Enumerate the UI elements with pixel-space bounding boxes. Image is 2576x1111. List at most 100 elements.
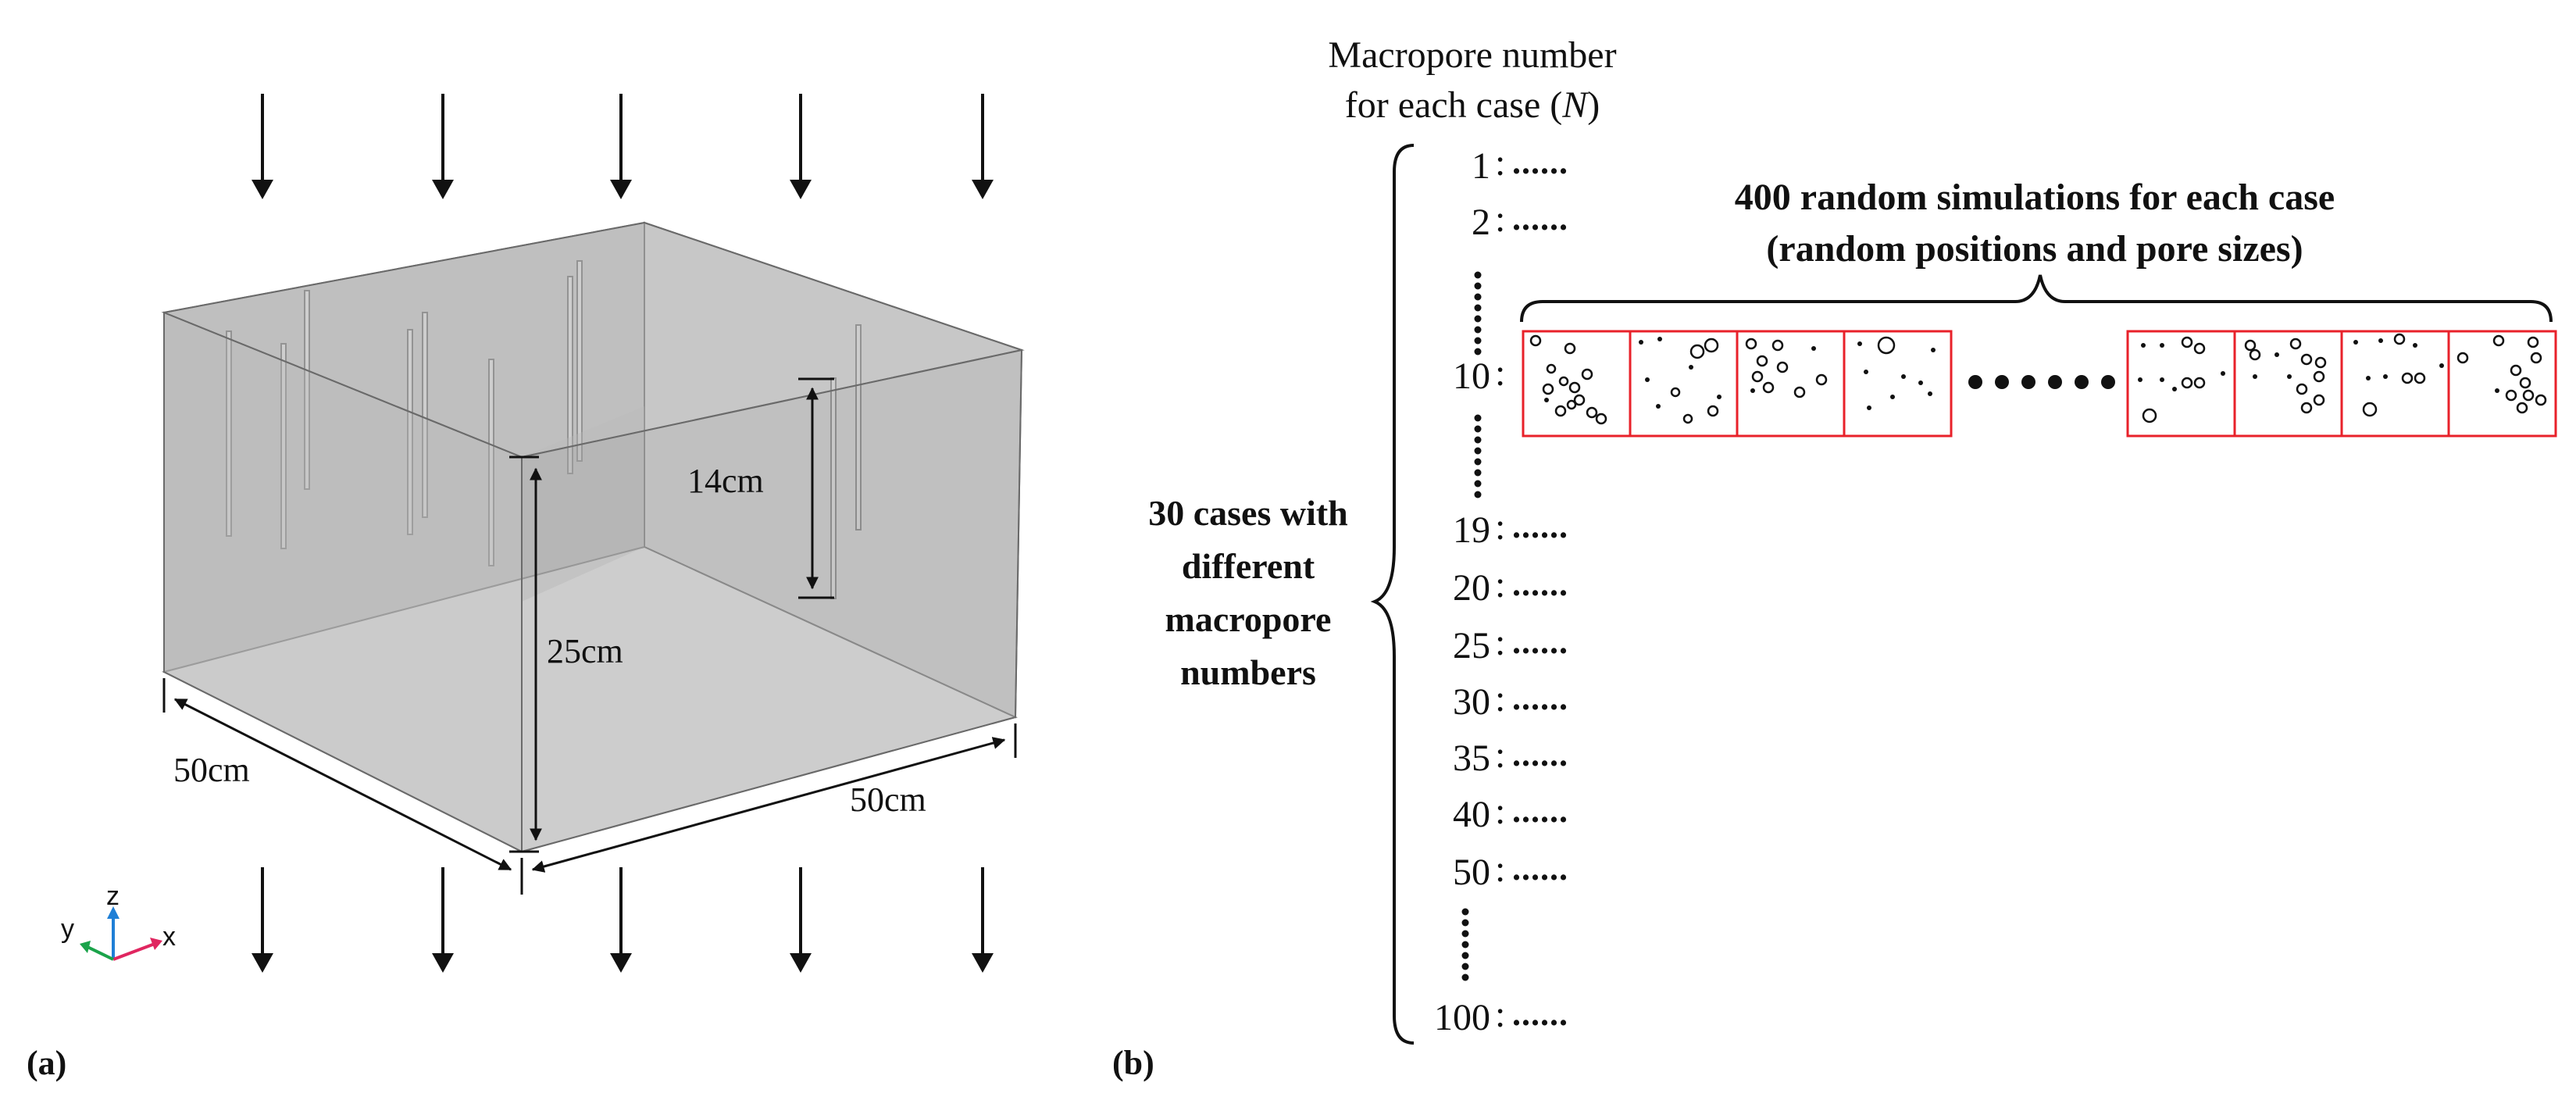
outflow-arrows bbox=[261, 867, 984, 969]
macropore-cross-section bbox=[2510, 364, 2522, 377]
macropore-cross-section bbox=[2289, 338, 2302, 350]
macropore-cross-section bbox=[2527, 336, 2539, 348]
z-axis-label: z bbox=[106, 881, 120, 911]
macropore-cross-section bbox=[1811, 346, 1816, 351]
case-number: 50 bbox=[1453, 852, 1490, 893]
macropore bbox=[567, 276, 573, 474]
case-number: 100 bbox=[1434, 997, 1490, 1038]
macropore-cross-section bbox=[1793, 386, 1806, 398]
macropore-cross-section bbox=[1918, 380, 1923, 385]
case-colon: : bbox=[1495, 678, 1505, 720]
case-colon: : bbox=[1495, 198, 1505, 240]
arrow-head bbox=[790, 953, 812, 973]
macropore-cross-section bbox=[2519, 377, 2531, 389]
panel-a: 25cm 14cm 50cm 50cm bbox=[27, 94, 1025, 1082]
macropore-cross-section bbox=[1568, 381, 1581, 394]
macropore-cross-section bbox=[1657, 337, 1662, 341]
macropore-cross-section bbox=[2160, 343, 2164, 348]
panel-a-label: (a) bbox=[27, 1044, 66, 1082]
simulation-cell bbox=[1736, 330, 1846, 438]
macropore-cross-section bbox=[2530, 352, 2542, 364]
simulation-cell bbox=[1629, 330, 1739, 438]
macropore bbox=[855, 324, 862, 530]
case-row: 2:...... bbox=[1472, 198, 1568, 243]
macropore-cross-section bbox=[2142, 408, 2157, 423]
macropore-cross-section bbox=[1704, 338, 1719, 353]
case-row: 10: bbox=[1453, 352, 1505, 397]
macropore-cross-section bbox=[1689, 344, 1705, 359]
arrow-head bbox=[432, 180, 454, 199]
macropore-cross-section bbox=[1639, 340, 1643, 345]
x-axis-head bbox=[150, 938, 162, 950]
macropore-cross-section bbox=[1595, 413, 1607, 425]
macropore-cross-section bbox=[2535, 394, 2547, 406]
soil-column-box bbox=[161, 221, 1025, 853]
case-ellipsis: ...... bbox=[1512, 565, 1568, 603]
left-width-label: 50cm bbox=[173, 751, 250, 789]
macropore-cross-section bbox=[2221, 371, 2225, 376]
macropore-cross-section bbox=[2314, 356, 2327, 369]
case-number: 25 bbox=[1453, 625, 1490, 666]
case-colon: : bbox=[1495, 352, 1505, 394]
simulation-cell-frame bbox=[2340, 330, 2450, 438]
macropore-cross-section bbox=[2495, 388, 2499, 393]
macropore-cross-section bbox=[1717, 395, 1721, 399]
macropore-cross-section bbox=[1890, 395, 1895, 399]
case-row: 40:...... bbox=[1453, 791, 1568, 835]
macropore-cross-section bbox=[2505, 389, 2517, 402]
macropore-cross-section bbox=[2383, 374, 2388, 379]
macropore-cross-section bbox=[1554, 405, 1567, 417]
macropore-cross-section bbox=[1558, 376, 1569, 387]
macropore-cross-section bbox=[2275, 352, 2279, 357]
macropore-cross-section bbox=[2401, 372, 2414, 384]
macropore-cross-section bbox=[1901, 374, 1906, 379]
arrow-head bbox=[610, 180, 632, 199]
macropore-cross-section bbox=[2138, 377, 2143, 382]
simulation-cell-frame bbox=[2447, 330, 2557, 438]
macropore-cross-section bbox=[2296, 383, 2308, 395]
case-ellipsis: ...... bbox=[1512, 679, 1568, 717]
panel-b: Macropore number for each case (N) 30 ca… bbox=[1112, 34, 2557, 1082]
arrow-head bbox=[252, 953, 273, 973]
group-label-line: 30 cases with bbox=[1148, 493, 1348, 533]
case-row: 50:...... bbox=[1453, 848, 1568, 893]
macropore-cross-section bbox=[2413, 343, 2417, 348]
arrow-head bbox=[972, 953, 994, 973]
case-row: 1:...... bbox=[1472, 142, 1568, 187]
vertical-ellipsis bbox=[1461, 908, 1469, 981]
axis-triad: z x y bbox=[61, 881, 176, 961]
panel-b-label: (b) bbox=[1112, 1044, 1154, 1082]
arrow-head bbox=[610, 953, 632, 973]
macropore bbox=[576, 260, 583, 462]
simulation-cell bbox=[2233, 330, 2343, 438]
vertical-ellipsis-groups bbox=[1461, 271, 1482, 981]
case-ellipsis: ...... bbox=[1512, 507, 1568, 545]
macropore-cross-section bbox=[2172, 387, 2177, 391]
case-row: 35:...... bbox=[1453, 734, 1568, 779]
macropore-cross-section bbox=[1867, 405, 1871, 410]
case-row: 25:...... bbox=[1453, 622, 1568, 666]
simulations-title-line-1: 400 random simulations for each case bbox=[1735, 177, 2335, 218]
macropore-cross-section bbox=[1670, 387, 1681, 398]
macropore-cross-section bbox=[1762, 381, 1775, 394]
cases-brace bbox=[1370, 144, 1415, 1045]
macropore-cross-section bbox=[2249, 348, 2261, 361]
macropore-cross-section bbox=[1682, 413, 1693, 424]
macropore-cross-section bbox=[1566, 399, 1577, 410]
y-axis-label: y bbox=[61, 914, 74, 944]
left-width-dimension: 50cm bbox=[162, 678, 523, 895]
y-axis-head bbox=[80, 941, 91, 953]
case-number: 19 bbox=[1453, 509, 1490, 551]
case-row: 100:...... bbox=[1434, 994, 1568, 1038]
macropore-cross-section bbox=[2181, 336, 2193, 348]
arrow-head bbox=[432, 953, 454, 973]
macropore-cross-section bbox=[2313, 394, 2325, 406]
case-colon: : bbox=[1495, 564, 1505, 606]
case-number: 2 bbox=[1472, 202, 1490, 243]
simulation-cell-frame bbox=[2126, 330, 2236, 438]
simulation-cell bbox=[2340, 330, 2450, 438]
macropore-cross-section bbox=[1771, 339, 1784, 352]
right-width-dimension: 50cm bbox=[531, 723, 1017, 873]
case-ellipsis: ...... bbox=[1512, 143, 1568, 181]
